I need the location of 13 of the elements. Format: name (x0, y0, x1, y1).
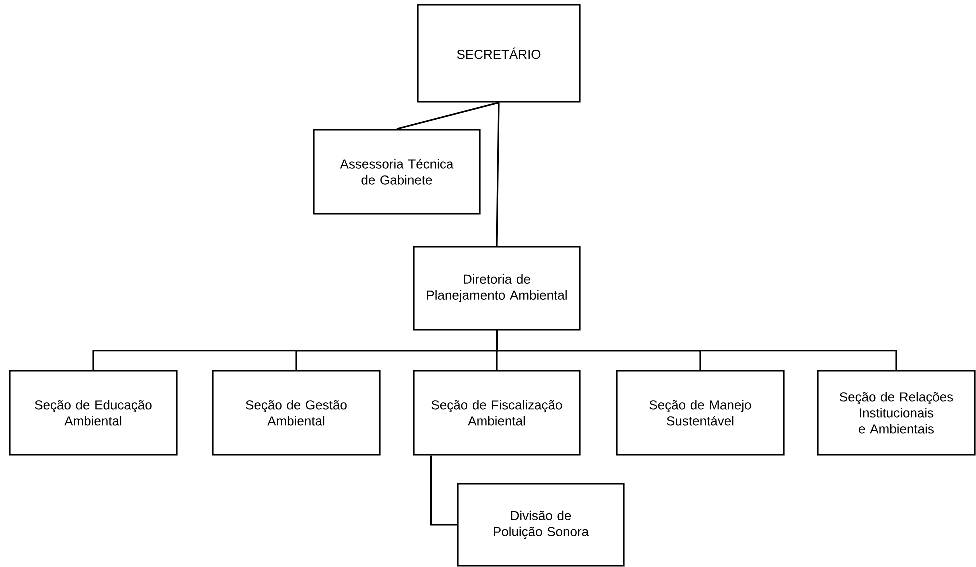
connector-line (496, 330, 898, 370)
org-box: Seção de Gestão Ambiental (212, 370, 381, 456)
org-box: Seção de Manejo Sustentável (616, 370, 785, 456)
org-box: Diretoria de Planejamento Ambiental (413, 246, 581, 331)
connector-line (396, 102, 500, 130)
connector-line (496, 102, 500, 246)
org-box: Seção de Fiscalização Ambiental (413, 370, 581, 456)
connector-line (430, 456, 458, 526)
org-box: Seção de Relações Institucionais e Ambientais (817, 370, 976, 456)
org-box: SECRETÁRIO (417, 4, 581, 103)
org-box: Divisão de Poluição Sonora (457, 483, 625, 567)
org-box: Assessoria Técnica de Gabinete (313, 129, 481, 215)
org-box: Seção de Educação Ambiental (9, 370, 178, 456)
